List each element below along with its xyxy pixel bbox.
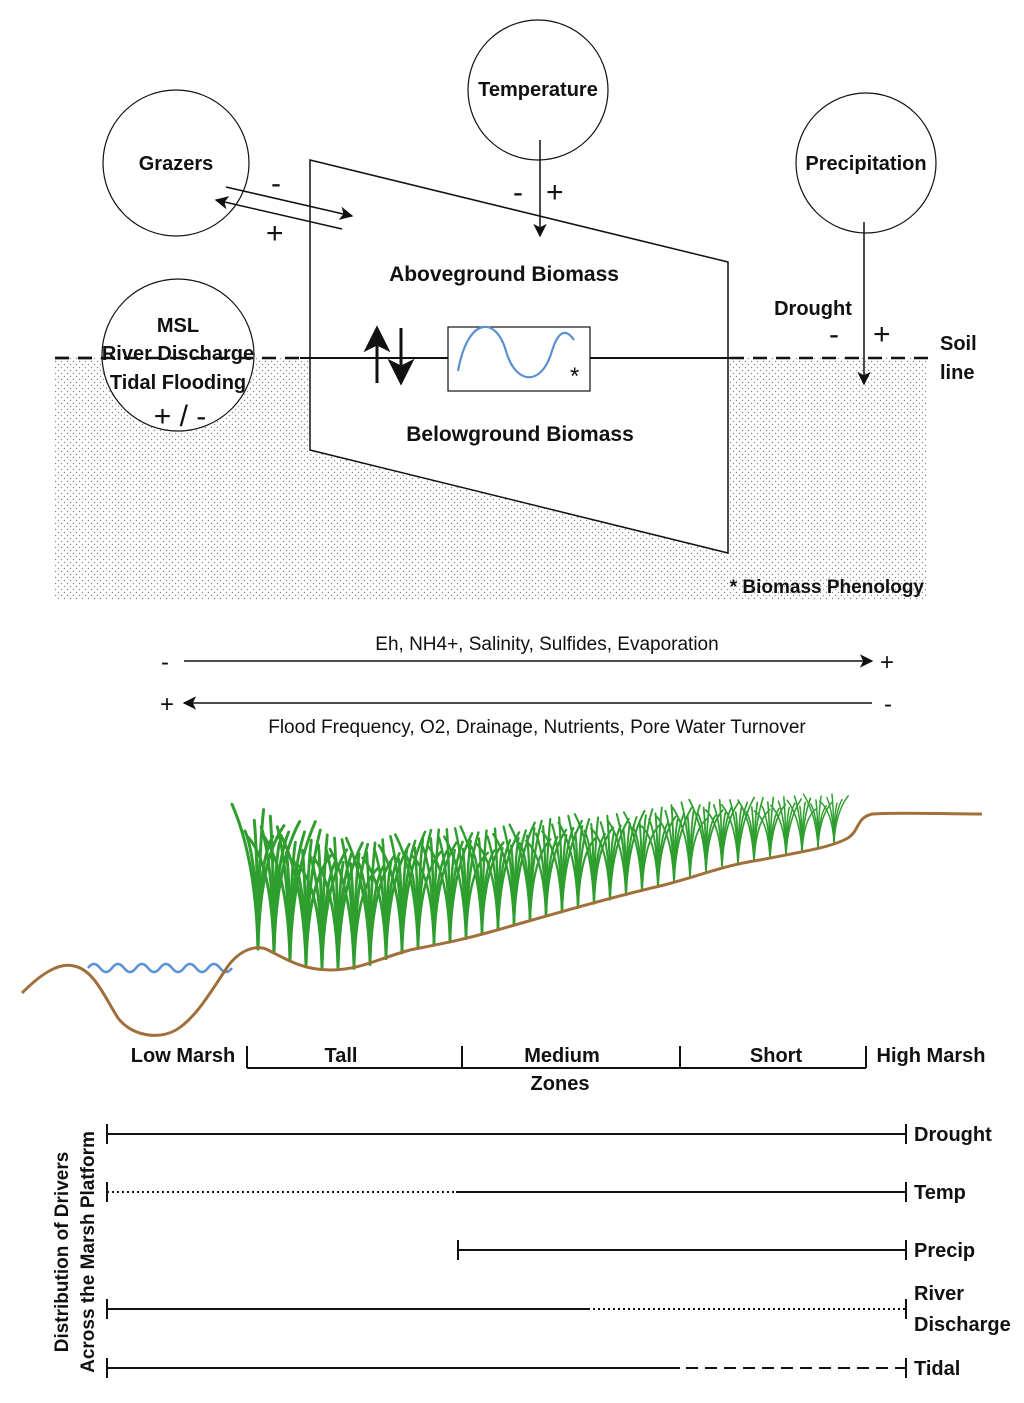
grass-blade bbox=[576, 835, 599, 909]
soil-label: Soil bbox=[940, 333, 977, 355]
grass-blade bbox=[753, 808, 771, 862]
grazers-node: Grazers bbox=[102, 89, 250, 237]
grass-blade bbox=[528, 838, 552, 922]
precipitation-node: Precipitation bbox=[795, 92, 937, 234]
grass-blade bbox=[785, 798, 802, 856]
svg-text:Tidal Flooding: Tidal Flooding bbox=[110, 372, 246, 394]
grass-blade bbox=[673, 806, 693, 883]
belowground-biomass-label: Belowground Biomass bbox=[406, 423, 634, 446]
tidal-range-label: Tidal bbox=[914, 1358, 960, 1380]
phenology-curve bbox=[456, 325, 575, 379]
zone-tall: Tall bbox=[325, 1045, 358, 1067]
grass-blade bbox=[801, 807, 818, 853]
svg-text:+ / -: + / - bbox=[154, 400, 207, 433]
temp-range bbox=[106, 1182, 907, 1202]
precip-range-label: Precip bbox=[914, 1240, 975, 1262]
precip-range bbox=[457, 1240, 907, 1260]
gradient-bottom-plus: + bbox=[160, 691, 174, 718]
river-range-label-line1: River bbox=[914, 1283, 964, 1305]
msl-node: MSL River Discharge Tidal Flooding + / - bbox=[101, 278, 255, 433]
phenology-box bbox=[447, 326, 591, 392]
zone-short: Short bbox=[750, 1045, 803, 1067]
aboveground-biomass-label: Aboveground Biomass bbox=[389, 263, 619, 286]
zone-medium: Medium bbox=[524, 1045, 600, 1067]
svg-text:MSL: MSL bbox=[157, 315, 199, 337]
grass-blade bbox=[592, 826, 615, 905]
svg-text:Temperature: Temperature bbox=[478, 79, 598, 101]
drought-plus: + bbox=[873, 318, 891, 351]
drought-minus: - bbox=[829, 318, 839, 351]
grass-blade bbox=[817, 801, 834, 848]
distribution-axis-title-line2: Across the Marsh Platform bbox=[78, 1131, 99, 1373]
marsh-ground-profile bbox=[20, 811, 983, 1037]
gradient-top-plus: + bbox=[880, 649, 894, 676]
gradient-bottom-minus: - bbox=[884, 691, 892, 718]
grass-blade bbox=[608, 817, 630, 901]
svg-text:River Discharge: River Discharge bbox=[102, 343, 254, 365]
biomass-phenology-note: * Biomass Phenology bbox=[730, 577, 925, 598]
grass-blade bbox=[432, 841, 458, 947]
grass-blade bbox=[737, 796, 756, 865]
grass-blade bbox=[512, 821, 536, 927]
tidal-range bbox=[106, 1358, 907, 1378]
drought-label: Drought bbox=[774, 298, 852, 320]
temperature-plus: + bbox=[546, 176, 564, 209]
grazers-plus: + bbox=[266, 217, 284, 250]
river-discharge-range bbox=[106, 1299, 907, 1319]
zones-axis bbox=[246, 1046, 867, 1069]
svg-text:Precipitation: Precipitation bbox=[805, 153, 926, 175]
grass-blade bbox=[769, 803, 787, 859]
grazers-to-biomass-arrow bbox=[225, 186, 354, 220]
line-label: line bbox=[940, 362, 974, 384]
grass-blade bbox=[560, 819, 583, 914]
distribution-axis-title-line1: Distribution of Drivers bbox=[52, 1152, 73, 1353]
grazers-minus: - bbox=[271, 167, 281, 200]
temperature-minus: - bbox=[513, 176, 523, 209]
grass-blade bbox=[625, 809, 646, 897]
svg-text:Grazers: Grazers bbox=[139, 153, 214, 175]
grass-blade bbox=[833, 795, 849, 843]
temp-range-label: Temp bbox=[914, 1182, 966, 1204]
drought-range-label: Drought bbox=[914, 1124, 992, 1146]
gradient-top-minus: - bbox=[161, 649, 169, 676]
gradient-top-label: Eh, NH4+, Salinity, Sulfides, Evaporatio… bbox=[375, 634, 718, 655]
drought-range bbox=[106, 1124, 907, 1144]
river-range-label-line2: Discharge bbox=[914, 1314, 1011, 1336]
zones-title: Zones bbox=[531, 1073, 590, 1095]
zone-low-marsh: Low Marsh bbox=[131, 1045, 235, 1067]
zone-high-marsh: High Marsh bbox=[877, 1045, 986, 1067]
grass-blade bbox=[721, 801, 740, 867]
temperature-node: Temperature bbox=[467, 19, 609, 161]
grass-blade bbox=[336, 841, 364, 971]
biomass-to-grazers-arrow bbox=[214, 196, 343, 230]
gradient-bottom-label: Flood Frequency, O2, Drainage, Nutrients… bbox=[268, 717, 806, 738]
grass-group bbox=[230, 793, 849, 971]
water-surface bbox=[87, 962, 233, 974]
phenology-asterisk: * bbox=[570, 363, 579, 390]
grass-blade bbox=[400, 830, 427, 955]
grass-blade bbox=[384, 842, 411, 960]
grass-blade bbox=[544, 828, 568, 918]
